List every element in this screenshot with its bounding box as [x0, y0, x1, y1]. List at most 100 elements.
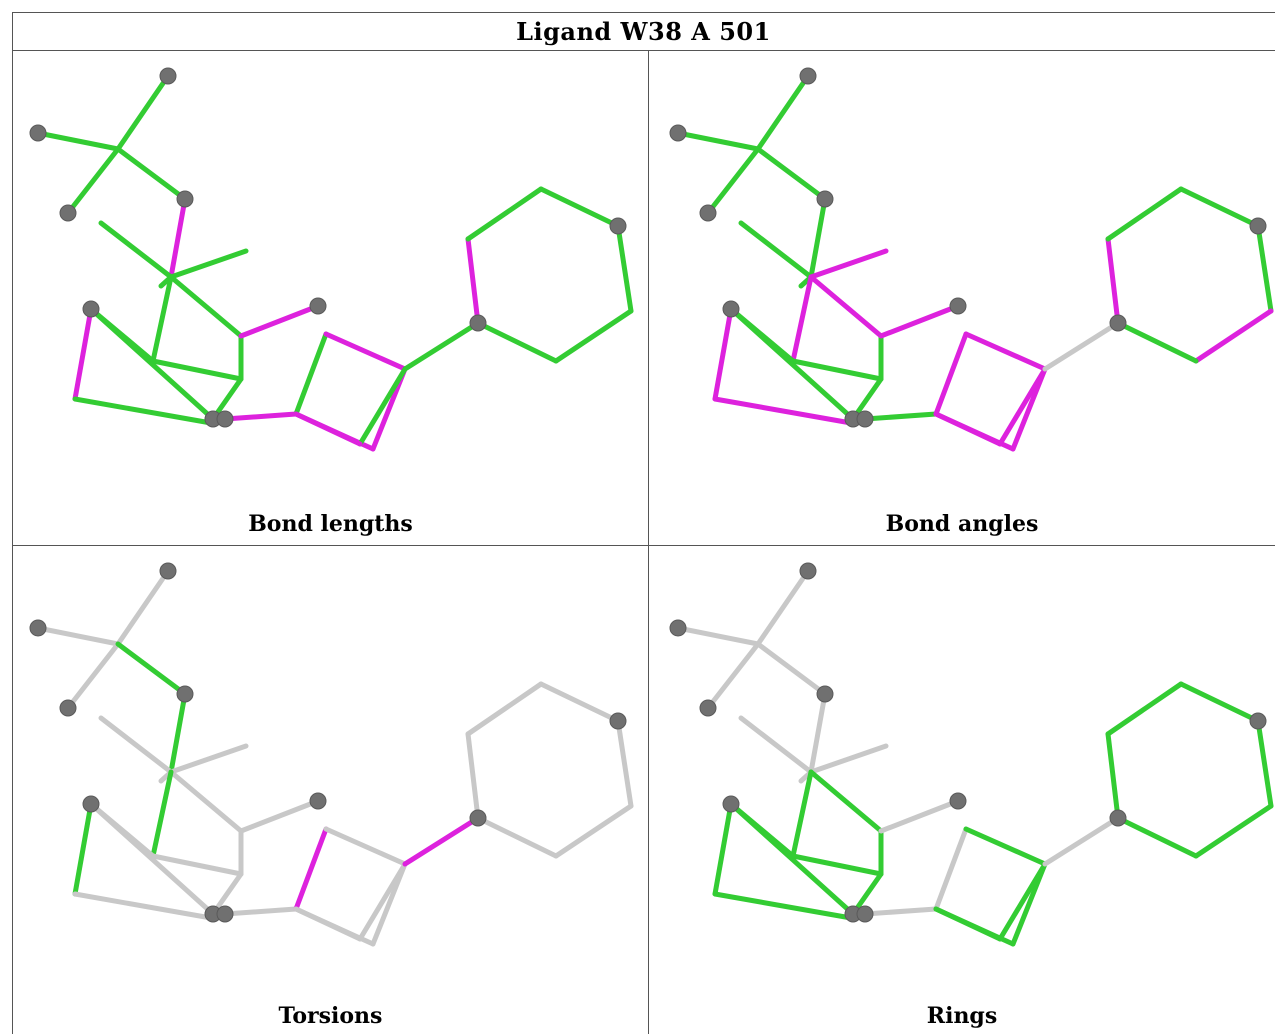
bond-x-y [615, 718, 634, 809]
panel-rings: Rings [649, 546, 1275, 1034]
bond-p-q [963, 826, 1048, 867]
atom-sphere [856, 410, 874, 428]
atom-sphere [159, 562, 177, 580]
bond-p-q [323, 331, 408, 372]
bond-h-mm [728, 306, 856, 422]
bond-e-f [808, 196, 828, 280]
bond-r2-o [293, 906, 363, 942]
atoms [669, 67, 1267, 428]
atom-sphere [816, 190, 834, 208]
bond-f-f2 [168, 743, 249, 775]
atom-sphere [799, 67, 817, 85]
bond-z-u [1115, 320, 1199, 364]
bond-v-w [465, 681, 544, 737]
bond-y-z [1193, 308, 1274, 364]
atom-sphere [469, 809, 487, 827]
bond-angles-structure [669, 67, 1274, 452]
bond-d-e [755, 146, 828, 202]
bond-i-k [790, 358, 884, 382]
bond-j-l [712, 396, 854, 426]
bond-y-z [553, 803, 634, 859]
bond-a-d [115, 73, 171, 152]
atom-sphere [216, 905, 234, 923]
atoms [669, 562, 1267, 923]
atoms [29, 67, 627, 428]
bond-f-f2 [168, 248, 249, 280]
atom-sphere [59, 699, 77, 717]
bond-b-d [35, 625, 121, 647]
bond-q-r2 [997, 861, 1048, 942]
atom-sphere [216, 410, 234, 428]
bond-e-f [808, 691, 828, 775]
bond-r2-o [293, 411, 363, 447]
bonds [675, 568, 1274, 947]
atom-sphere [699, 204, 717, 222]
bond-u-v [465, 236, 481, 326]
panel-bond-angles: Bond angles [649, 51, 1275, 545]
bond-o-p [293, 826, 329, 912]
caption-rings: Rings [926, 1003, 998, 1029]
bond-s-t [878, 303, 961, 339]
bond-h-j [72, 801, 94, 897]
bond-cc-d [705, 641, 761, 711]
atom-sphere [609, 712, 627, 730]
atom-sphere [669, 124, 687, 142]
bond-w-x [538, 681, 621, 724]
bond-f-i [150, 769, 174, 859]
bond-b-d [675, 625, 761, 647]
row-divider [12, 545, 1275, 546]
bond-e-f [168, 196, 188, 280]
bond-w-x [1178, 681, 1261, 724]
bond-z-u [475, 815, 559, 859]
atom-sphere [816, 685, 834, 703]
bond-q-r2 [357, 861, 408, 942]
bond-a-d [755, 73, 811, 152]
bond-d-e [755, 641, 828, 697]
bonds [35, 73, 634, 452]
bond-f-i [790, 769, 814, 859]
left-border [12, 12, 13, 1034]
bond-h-j [712, 801, 734, 897]
caption-torsions: Torsions [278, 1003, 383, 1029]
bond-x-y [1255, 223, 1274, 314]
bond-h-mm [728, 801, 856, 917]
bond-lengths-structure [29, 67, 634, 452]
bond-p-q [323, 826, 408, 867]
atom-sphere [949, 297, 967, 315]
bond-cc-d [65, 146, 121, 216]
bond-u-v [1105, 731, 1121, 821]
title-divider [12, 50, 1275, 51]
caption-bond-lengths: Bond lengths [248, 511, 413, 537]
bond-d-e [115, 146, 188, 202]
bond-q-r2 [357, 366, 408, 447]
bond-q-u [402, 320, 481, 372]
bond-v-w [465, 186, 544, 242]
bond-f-f1 [738, 220, 814, 280]
bond-z-u [1115, 815, 1199, 859]
atom-sphere [609, 217, 627, 235]
bond-q-u [1042, 815, 1121, 867]
bond-f-f1 [98, 715, 174, 775]
bonds [35, 568, 634, 947]
bond-f-f1 [738, 715, 814, 775]
atom-sphere [1249, 217, 1267, 235]
bond-h-mm [88, 306, 216, 422]
bond-e-f [168, 691, 188, 775]
bond-s-t [238, 303, 321, 339]
bond-j-l [712, 891, 854, 921]
atom-sphere [309, 792, 327, 810]
bond-s-t [238, 798, 321, 834]
bond-cc-d [65, 641, 121, 711]
bonds [675, 73, 1274, 452]
bond-cc-d [705, 146, 761, 216]
bond-h-j [712, 306, 734, 402]
atom-sphere [699, 699, 717, 717]
bond-i-k [790, 853, 884, 877]
atom-sphere [799, 562, 817, 580]
bond-b-d [35, 130, 121, 152]
bond-nn-o [222, 906, 299, 917]
figure-title: Ligand W38 A 501 [516, 16, 771, 46]
atom-sphere [309, 297, 327, 315]
bond-b-d [675, 130, 761, 152]
atoms [29, 562, 627, 923]
